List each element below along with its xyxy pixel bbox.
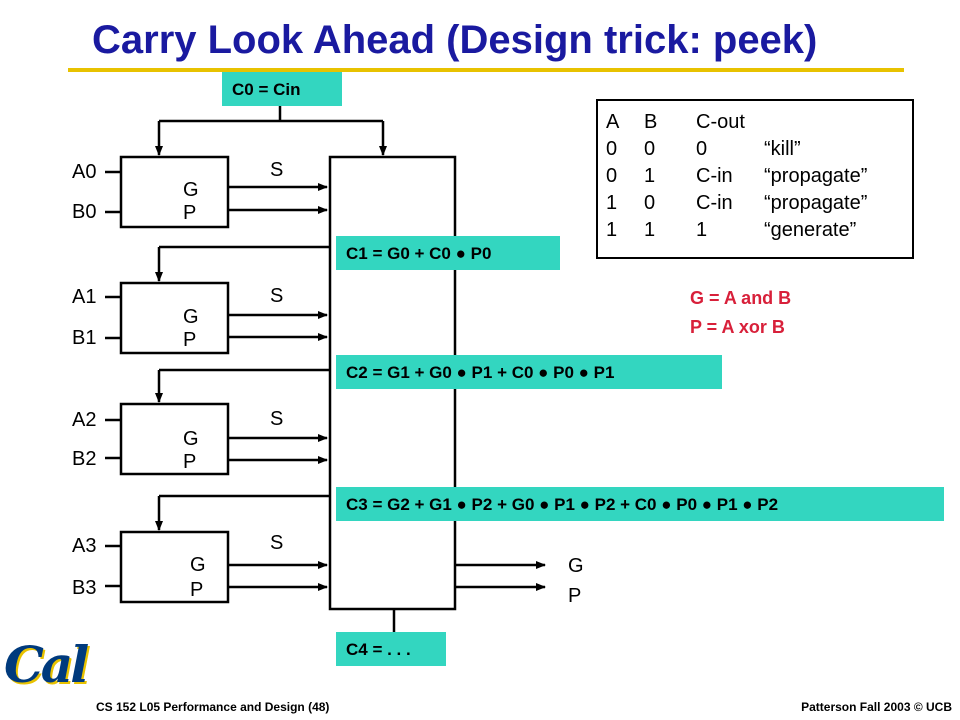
propagate-p3-label: P (190, 579, 204, 601)
truth-table-header: A B C-out (606, 109, 867, 136)
bit-block-0 (119, 155, 230, 229)
generate-g1-label: G (183, 306, 199, 328)
truth-table: A B C-out 0 0 0 “kill” 0 1 C-in “propaga… (606, 109, 867, 244)
propagate-p2-label: P (183, 451, 197, 473)
footer-course-label: CS 152 L05 Performance and Design (48) (96, 700, 330, 714)
header-meaning (764, 109, 867, 136)
cin-label: C0 = Cin (222, 72, 342, 106)
generate-g0-label: G (183, 179, 199, 201)
cal-logo: Cal (4, 635, 89, 694)
truth-table-row: 0 1 C-in “propagate” (606, 165, 868, 187)
group-generate-label: G (568, 555, 584, 577)
truth-table-row: 1 1 1 “generate” (606, 219, 857, 241)
input-a0-label: A0 (72, 161, 97, 183)
input-b1-label: B1 (72, 327, 97, 349)
sum-s3-label: S (270, 532, 284, 554)
bit-block-1 (119, 281, 230, 355)
input-b2-label: B2 (72, 448, 97, 470)
bit-block-3 (119, 530, 230, 604)
generate-g2-label: G (183, 428, 199, 450)
sum-s1-label: S (270, 285, 284, 307)
footer-credit-label: Patterson Fall 2003 © UCB (801, 700, 952, 714)
carry-c2-equation: C2 = G1 + G0 ● P1 + C0 ● P0 ● P1 (336, 355, 722, 389)
header-b: B (644, 111, 658, 133)
carry-c3-equation: C3 = G2 + G1 ● P2 + G0 ● P1 ● P2 + C0 ● … (336, 487, 944, 521)
carry-c4-equation: C4 = . . . (336, 632, 446, 666)
propagate-p0-label: P (183, 202, 197, 224)
group-propagate-label: P (568, 585, 582, 607)
generate-g3-label: G (190, 554, 206, 576)
slide-title: Carry Look Ahead (Design trick: peek) (92, 18, 818, 62)
header-cout: C-out (696, 111, 745, 133)
carry-c1-equation: C1 = G0 + C0 ● P0 (336, 236, 560, 270)
sum-s2-label: S (270, 408, 284, 430)
generate-definition: G = A and B (690, 288, 792, 308)
input-a1-label: A1 (72, 286, 97, 308)
propagate-p1-label: P (183, 329, 197, 351)
truth-table-row: 1 0 C-in “propagate” (606, 192, 868, 214)
title-underline (68, 68, 904, 72)
input-b0-label: B0 (72, 201, 97, 223)
input-a2-label: A2 (72, 409, 97, 431)
bit-block-2 (119, 402, 230, 476)
input-a3-label: A3 (72, 535, 97, 557)
truth-table-box: A B C-out 0 0 0 “kill” 0 1 C-in “propaga… (596, 99, 914, 259)
sum-s0-label: S (270, 159, 284, 181)
propagate-definition: P = A xor B (690, 317, 785, 337)
input-b3-label: B3 (72, 577, 97, 599)
header-a: A (606, 111, 620, 133)
truth-table-row: 0 0 0 “kill” (606, 138, 801, 160)
